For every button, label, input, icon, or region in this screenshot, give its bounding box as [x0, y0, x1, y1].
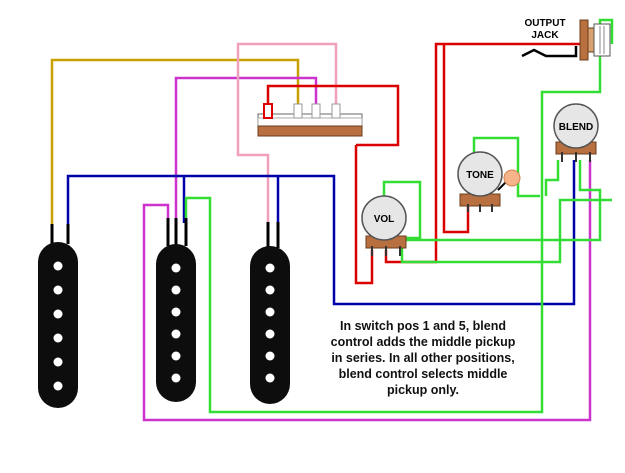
- pole-piece: [265, 285, 275, 295]
- blend-pot: BLEND: [553, 103, 599, 162]
- selector-switch: [257, 103, 363, 137]
- output-jack-label-2: JACK: [531, 30, 559, 41]
- tone-capacitor: [503, 169, 521, 187]
- magenta-wire-switch: [174, 76, 318, 223]
- pole-piece: [171, 351, 181, 361]
- vol-pot: VOL: [361, 195, 407, 256]
- pink-wire: [236, 42, 338, 228]
- pole-piece: [171, 329, 181, 339]
- tone-label: TONE: [466, 170, 494, 181]
- pole-piece: [53, 261, 63, 271]
- magenta-wire-loop: [142, 160, 592, 422]
- red-wire-vol: [354, 145, 374, 285]
- yellow-wire: [50, 58, 300, 238]
- green-wire-blend-out: [402, 160, 602, 242]
- pole-piece: [265, 351, 275, 361]
- pole-piece: [171, 373, 181, 383]
- note-line: In switch pos 1 and 5, blend: [340, 319, 506, 333]
- pole-piece: [53, 309, 63, 319]
- note-line: pickup only.: [387, 383, 459, 397]
- green-wire-pickup: [184, 18, 614, 414]
- green-wire-blend: [544, 160, 560, 196]
- pole-piece: [265, 373, 275, 383]
- output-jack-label-1: OUTPUT: [524, 18, 565, 29]
- pole-piece: [53, 285, 63, 295]
- vol-label: VOL: [374, 214, 395, 225]
- note-line: in series. In all other positions,: [331, 351, 515, 365]
- middle-pickup: [156, 218, 196, 402]
- tone-pot: TONE: [457, 151, 521, 212]
- pole-piece: [53, 357, 63, 367]
- neck-pickup: [38, 224, 78, 408]
- pole-piece: [265, 329, 275, 339]
- bridge-pickup: [250, 222, 290, 404]
- pole-piece: [171, 263, 181, 273]
- output-jack: OUTPUT JACK: [524, 18, 611, 61]
- black-wire-jack: [521, 46, 578, 58]
- pole-piece: [265, 307, 275, 317]
- green-wire-tone: [472, 136, 540, 198]
- blend-label: BLEND: [559, 122, 593, 133]
- pole-piece: [171, 307, 181, 317]
- blue-wire-ground: [66, 160, 576, 306]
- pole-piece: [53, 381, 63, 391]
- wiring-note: In switch pos 1 and 5, blend control add…: [308, 318, 538, 398]
- red-wire-tone-lug: [442, 44, 470, 234]
- note-line: control adds the middle pickup: [330, 335, 516, 349]
- pole-piece: [53, 333, 63, 343]
- red-wire-top: [266, 84, 400, 147]
- pole-piece: [171, 285, 181, 295]
- note-line: blend control selects middle: [338, 367, 508, 381]
- pole-piece: [265, 263, 275, 273]
